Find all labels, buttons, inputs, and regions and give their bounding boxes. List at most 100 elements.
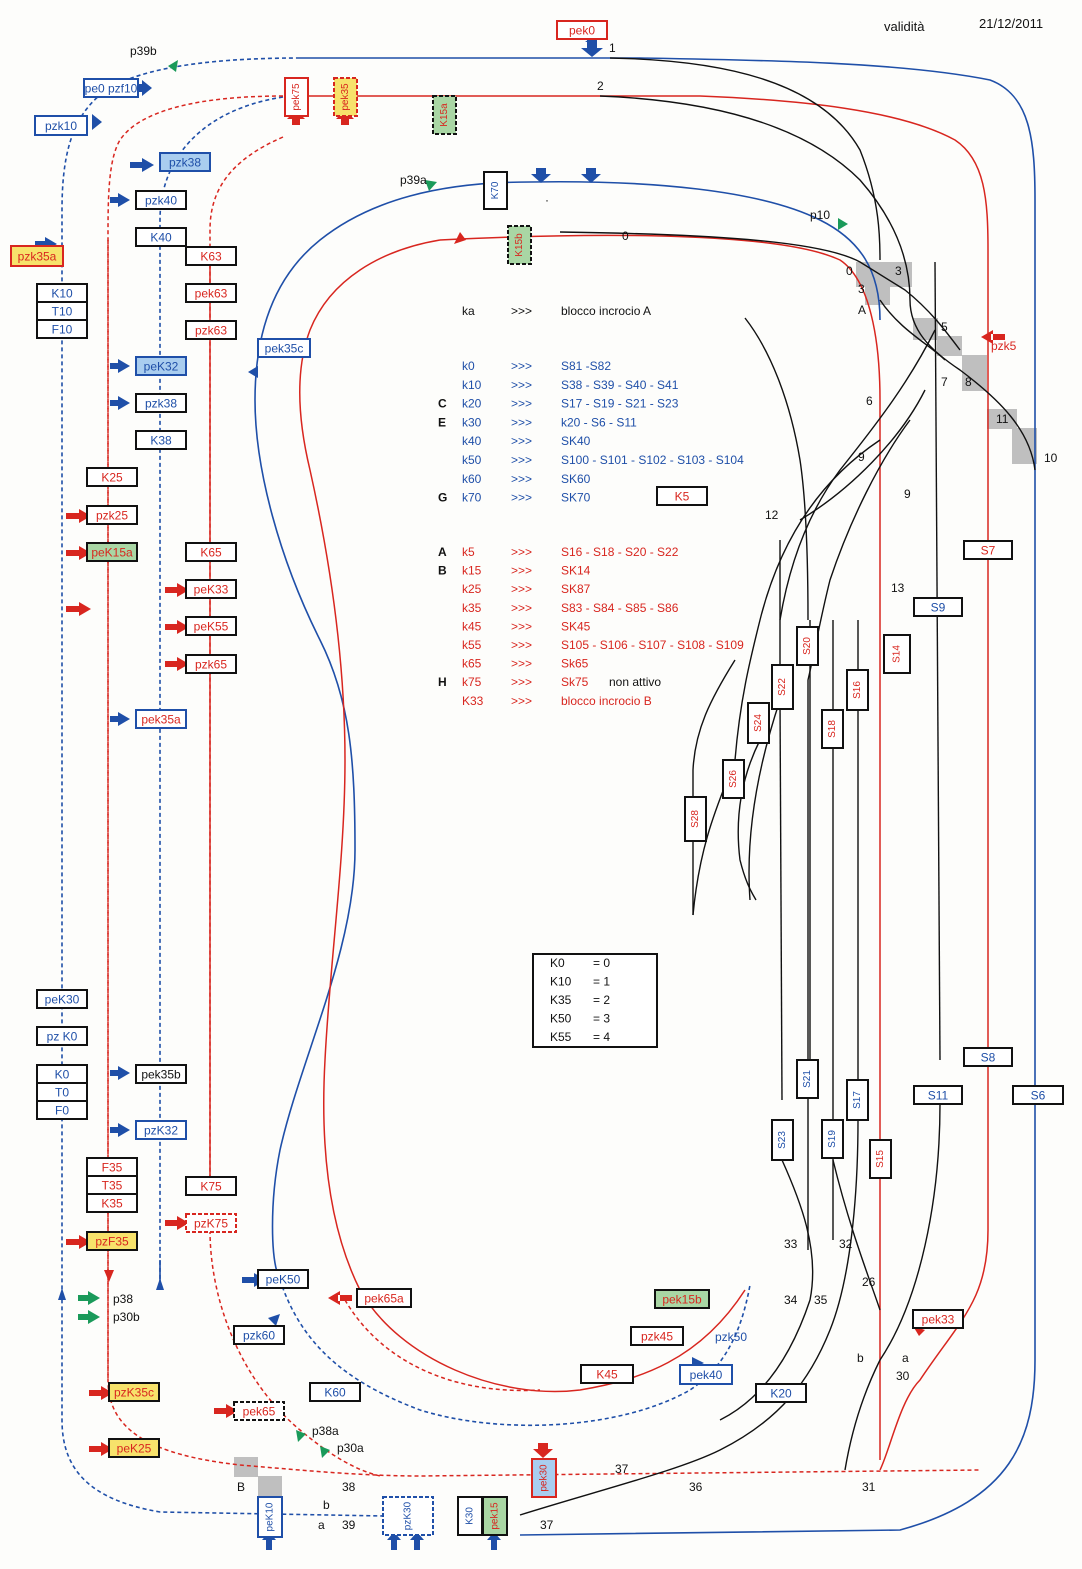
- box-pe0-pzf10: pe0 pzf10: [83, 78, 139, 98]
- box-label: pz K0: [47, 1030, 78, 1044]
- box-k75: K75: [185, 1176, 237, 1196]
- vbox-s28: S28: [684, 796, 707, 842]
- box-label: pek65: [243, 1405, 276, 1419]
- box-f35: F35: [86, 1157, 138, 1177]
- box-s6: S6: [1012, 1085, 1064, 1105]
- box-s11: S11: [913, 1085, 963, 1105]
- box-label: F10: [52, 323, 73, 337]
- vbox-k15a: K15a: [432, 95, 457, 135]
- track-label: 37: [615, 1462, 629, 1476]
- legend-code: ka: [462, 304, 475, 318]
- box-pzk32: pzK32: [135, 1120, 187, 1140]
- box-label: K20: [770, 1387, 792, 1401]
- box-pek33: pek33: [912, 1309, 964, 1329]
- vbox-pzk30: pzK30: [382, 1496, 434, 1536]
- track-label: p30b: [113, 1310, 140, 1324]
- legend-code: k5: [462, 545, 475, 559]
- legend-arrow: >>>: [511, 619, 532, 633]
- box-k25: K25: [86, 467, 138, 487]
- block-shading: [234, 262, 1037, 1496]
- legend-code: k0: [462, 359, 475, 373]
- legend-desc: blocco incrocio B: [561, 694, 652, 708]
- box-label: K0: [55, 1068, 70, 1082]
- vbox-label: S17: [852, 1091, 863, 1109]
- legend-prefix: B: [438, 564, 447, 578]
- legend-row-k50: k50>>>S100 - S101 - S102 - S103 - S104: [462, 453, 744, 467]
- legend-arrow: >>>: [511, 638, 532, 652]
- box-label: pek35c: [265, 342, 304, 356]
- legend-code: k20: [462, 397, 482, 411]
- legend-row-k65: k65>>>Sk65: [462, 657, 589, 671]
- vbox-label: S23: [777, 1131, 788, 1149]
- value-table-val: = 0: [593, 956, 610, 970]
- track-label: p38a: [312, 1424, 339, 1438]
- box-label: peK50: [266, 1273, 301, 1287]
- track-label: p39b: [130, 44, 157, 58]
- vbox-label: pzK30: [403, 1501, 414, 1530]
- box-label: peK25: [117, 1442, 152, 1456]
- legend-arrow: >>>: [511, 359, 532, 373]
- legend-row-k33: K33>>>blocco incrocio B: [462, 694, 652, 708]
- box-label: peK15a: [91, 546, 133, 560]
- box-k63: K63: [185, 246, 237, 266]
- legend-row-k40: k40>>>SK40: [462, 434, 591, 448]
- value-table-val: = 1: [593, 975, 610, 989]
- track-label: 31: [862, 1480, 876, 1494]
- vbox-pek10: peK10: [257, 1496, 283, 1538]
- legend-desc: S83 - S84 - S85 - S86: [561, 601, 679, 615]
- track-label: 0: [622, 229, 629, 243]
- value-table-val: = 4: [593, 1030, 610, 1044]
- legend-arrow: >>>: [511, 304, 532, 318]
- legend-desc: S100 - S101 - S102 - S103 - S104: [561, 453, 744, 467]
- box-label: K10: [51, 287, 73, 301]
- track-label: pzk5: [991, 339, 1017, 353]
- box-pzk10: pzk10: [34, 115, 88, 136]
- track-label: 2: [597, 79, 604, 93]
- box-label: T0: [55, 1086, 69, 1100]
- box-label: K40: [150, 231, 172, 245]
- box-pzk60: pzk60: [233, 1325, 285, 1345]
- box-pzk25: pzk25: [86, 505, 138, 525]
- legend-arrow: >>>: [511, 453, 532, 467]
- box-label: F0: [55, 1104, 69, 1118]
- track-label: 3: [858, 282, 865, 296]
- box-s7: S7: [963, 540, 1013, 560]
- box-label: peK30: [45, 993, 80, 1007]
- box-label: pek35a: [141, 713, 181, 727]
- track-label: 11: [996, 412, 1009, 426]
- track-label: 35: [814, 1293, 828, 1307]
- box-label: peK32: [144, 360, 179, 374]
- track-label: 26: [862, 1275, 876, 1289]
- box-k38: K38: [135, 430, 187, 450]
- header-validity-label: validità: [884, 19, 925, 34]
- track-label: 3: [895, 264, 902, 278]
- box-k45: K45: [580, 1364, 634, 1384]
- track-label: 34: [784, 1293, 798, 1307]
- box-pek55: peK55: [185, 616, 237, 636]
- vbox-label: pek15: [490, 1502, 501, 1530]
- legend-arrow: >>>: [511, 564, 532, 578]
- box-label: pzk65: [195, 658, 227, 672]
- box-label: T10: [52, 305, 73, 319]
- box-pek25: peK25: [108, 1438, 160, 1458]
- legend-desc: SK14: [561, 564, 591, 578]
- box-pzk65: pzk65: [185, 654, 237, 674]
- box-pek35a: pek35a: [135, 709, 187, 729]
- vbox-pek75: pek75: [284, 77, 309, 117]
- value-table-key: K55: [550, 1030, 572, 1044]
- value-table-key: K0: [550, 956, 565, 970]
- vbox-k30: K30: [457, 1496, 483, 1536]
- legend-code: k70: [462, 491, 482, 505]
- box-label: pek65a: [364, 1292, 404, 1306]
- vbox-s14: S14: [883, 634, 911, 674]
- box-pzk38: pzk38: [159, 152, 211, 172]
- track-label: 0: [846, 264, 853, 278]
- vbox-label: K15b: [514, 233, 525, 257]
- vbox-label: S14: [892, 645, 903, 663]
- header-date: 21/12/2011: [979, 16, 1044, 31]
- box-pek15b: pek15b: [654, 1289, 710, 1309]
- vbox-s23: S23: [771, 1119, 794, 1161]
- track-label: p30a: [337, 1441, 364, 1455]
